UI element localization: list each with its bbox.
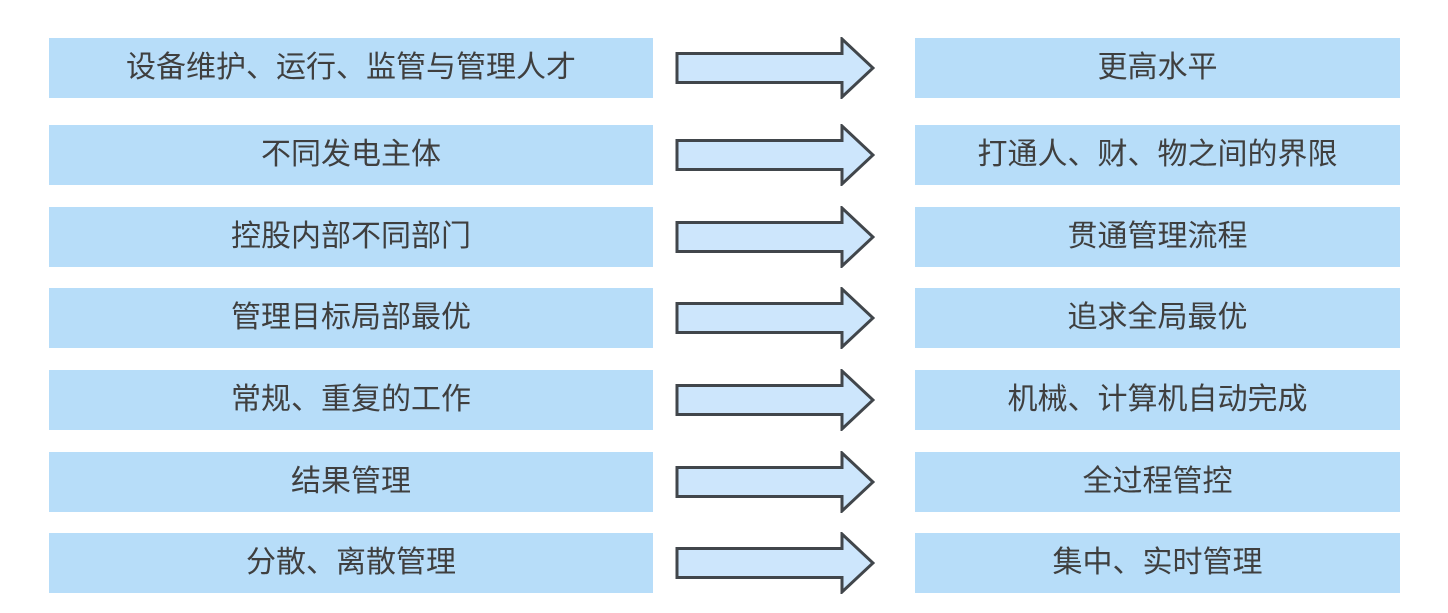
source-box-label: 结果管理 [291, 465, 411, 498]
source-box-label: 分散、离散管理 [246, 546, 456, 579]
source-box: 不同发电主体 [49, 125, 653, 185]
source-box: 控股内部不同部门 [49, 207, 653, 267]
right-arrow-icon [675, 206, 875, 268]
target-box: 集中、实时管理 [915, 533, 1400, 593]
right-arrow-icon [675, 451, 875, 513]
right-arrow-icon [675, 124, 875, 186]
target-box: 打通人、财、物之间的界限 [915, 125, 1400, 185]
right-arrow-icon [675, 287, 875, 349]
source-box: 常规、重复的工作 [49, 370, 653, 430]
target-box-label: 打通人、财、物之间的界限 [977, 138, 1338, 171]
right-arrow-icon [675, 369, 875, 431]
source-box-label: 控股内部不同部门 [231, 220, 471, 253]
diagram-row: 设备维护、运行、监管与管理人才 更高水平 [49, 37, 1400, 99]
source-box-label: 管理目标局部最优 [231, 301, 471, 334]
right-arrow-icon [675, 37, 875, 99]
source-box-label: 常规、重复的工作 [231, 383, 471, 416]
target-box: 追求全局最优 [915, 288, 1400, 348]
source-box-label: 不同发电主体 [261, 138, 441, 171]
diagram-row: 控股内部不同部门 贯通管理流程 [49, 206, 1400, 268]
target-box-label: 更高水平 [1097, 51, 1218, 84]
target-box-label: 机械、计算机自动完成 [1007, 383, 1308, 416]
target-box: 贯通管理流程 [915, 207, 1400, 267]
source-box: 设备维护、运行、监管与管理人才 [49, 38, 653, 98]
diagram-row: 管理目标局部最优 追求全局最优 [49, 287, 1400, 349]
diagram-row: 常规、重复的工作 机械、计算机自动完成 [49, 369, 1400, 431]
source-box: 结果管理 [49, 452, 653, 512]
source-box: 分散、离散管理 [49, 533, 653, 593]
target-box: 更高水平 [915, 38, 1400, 98]
target-box-label: 集中、实时管理 [1052, 546, 1263, 579]
target-box-label: 全过程管控 [1082, 465, 1233, 498]
diagram-row: 结果管理 全过程管控 [49, 451, 1400, 513]
source-box-label: 设备维护、运行、监管与管理人才 [126, 51, 576, 84]
diagram-row: 不同发电主体 打通人、财、物之间的界限 [49, 124, 1400, 186]
source-box: 管理目标局部最优 [49, 288, 653, 348]
target-box: 全过程管控 [915, 452, 1400, 512]
diagram-row: 分散、离散管理 集中、实时管理 [49, 532, 1400, 594]
target-box: 机械、计算机自动完成 [915, 370, 1400, 430]
right-arrow-icon [675, 532, 875, 594]
target-box-label: 追求全局最优 [1067, 301, 1248, 334]
target-box-label: 贯通管理流程 [1067, 220, 1248, 253]
